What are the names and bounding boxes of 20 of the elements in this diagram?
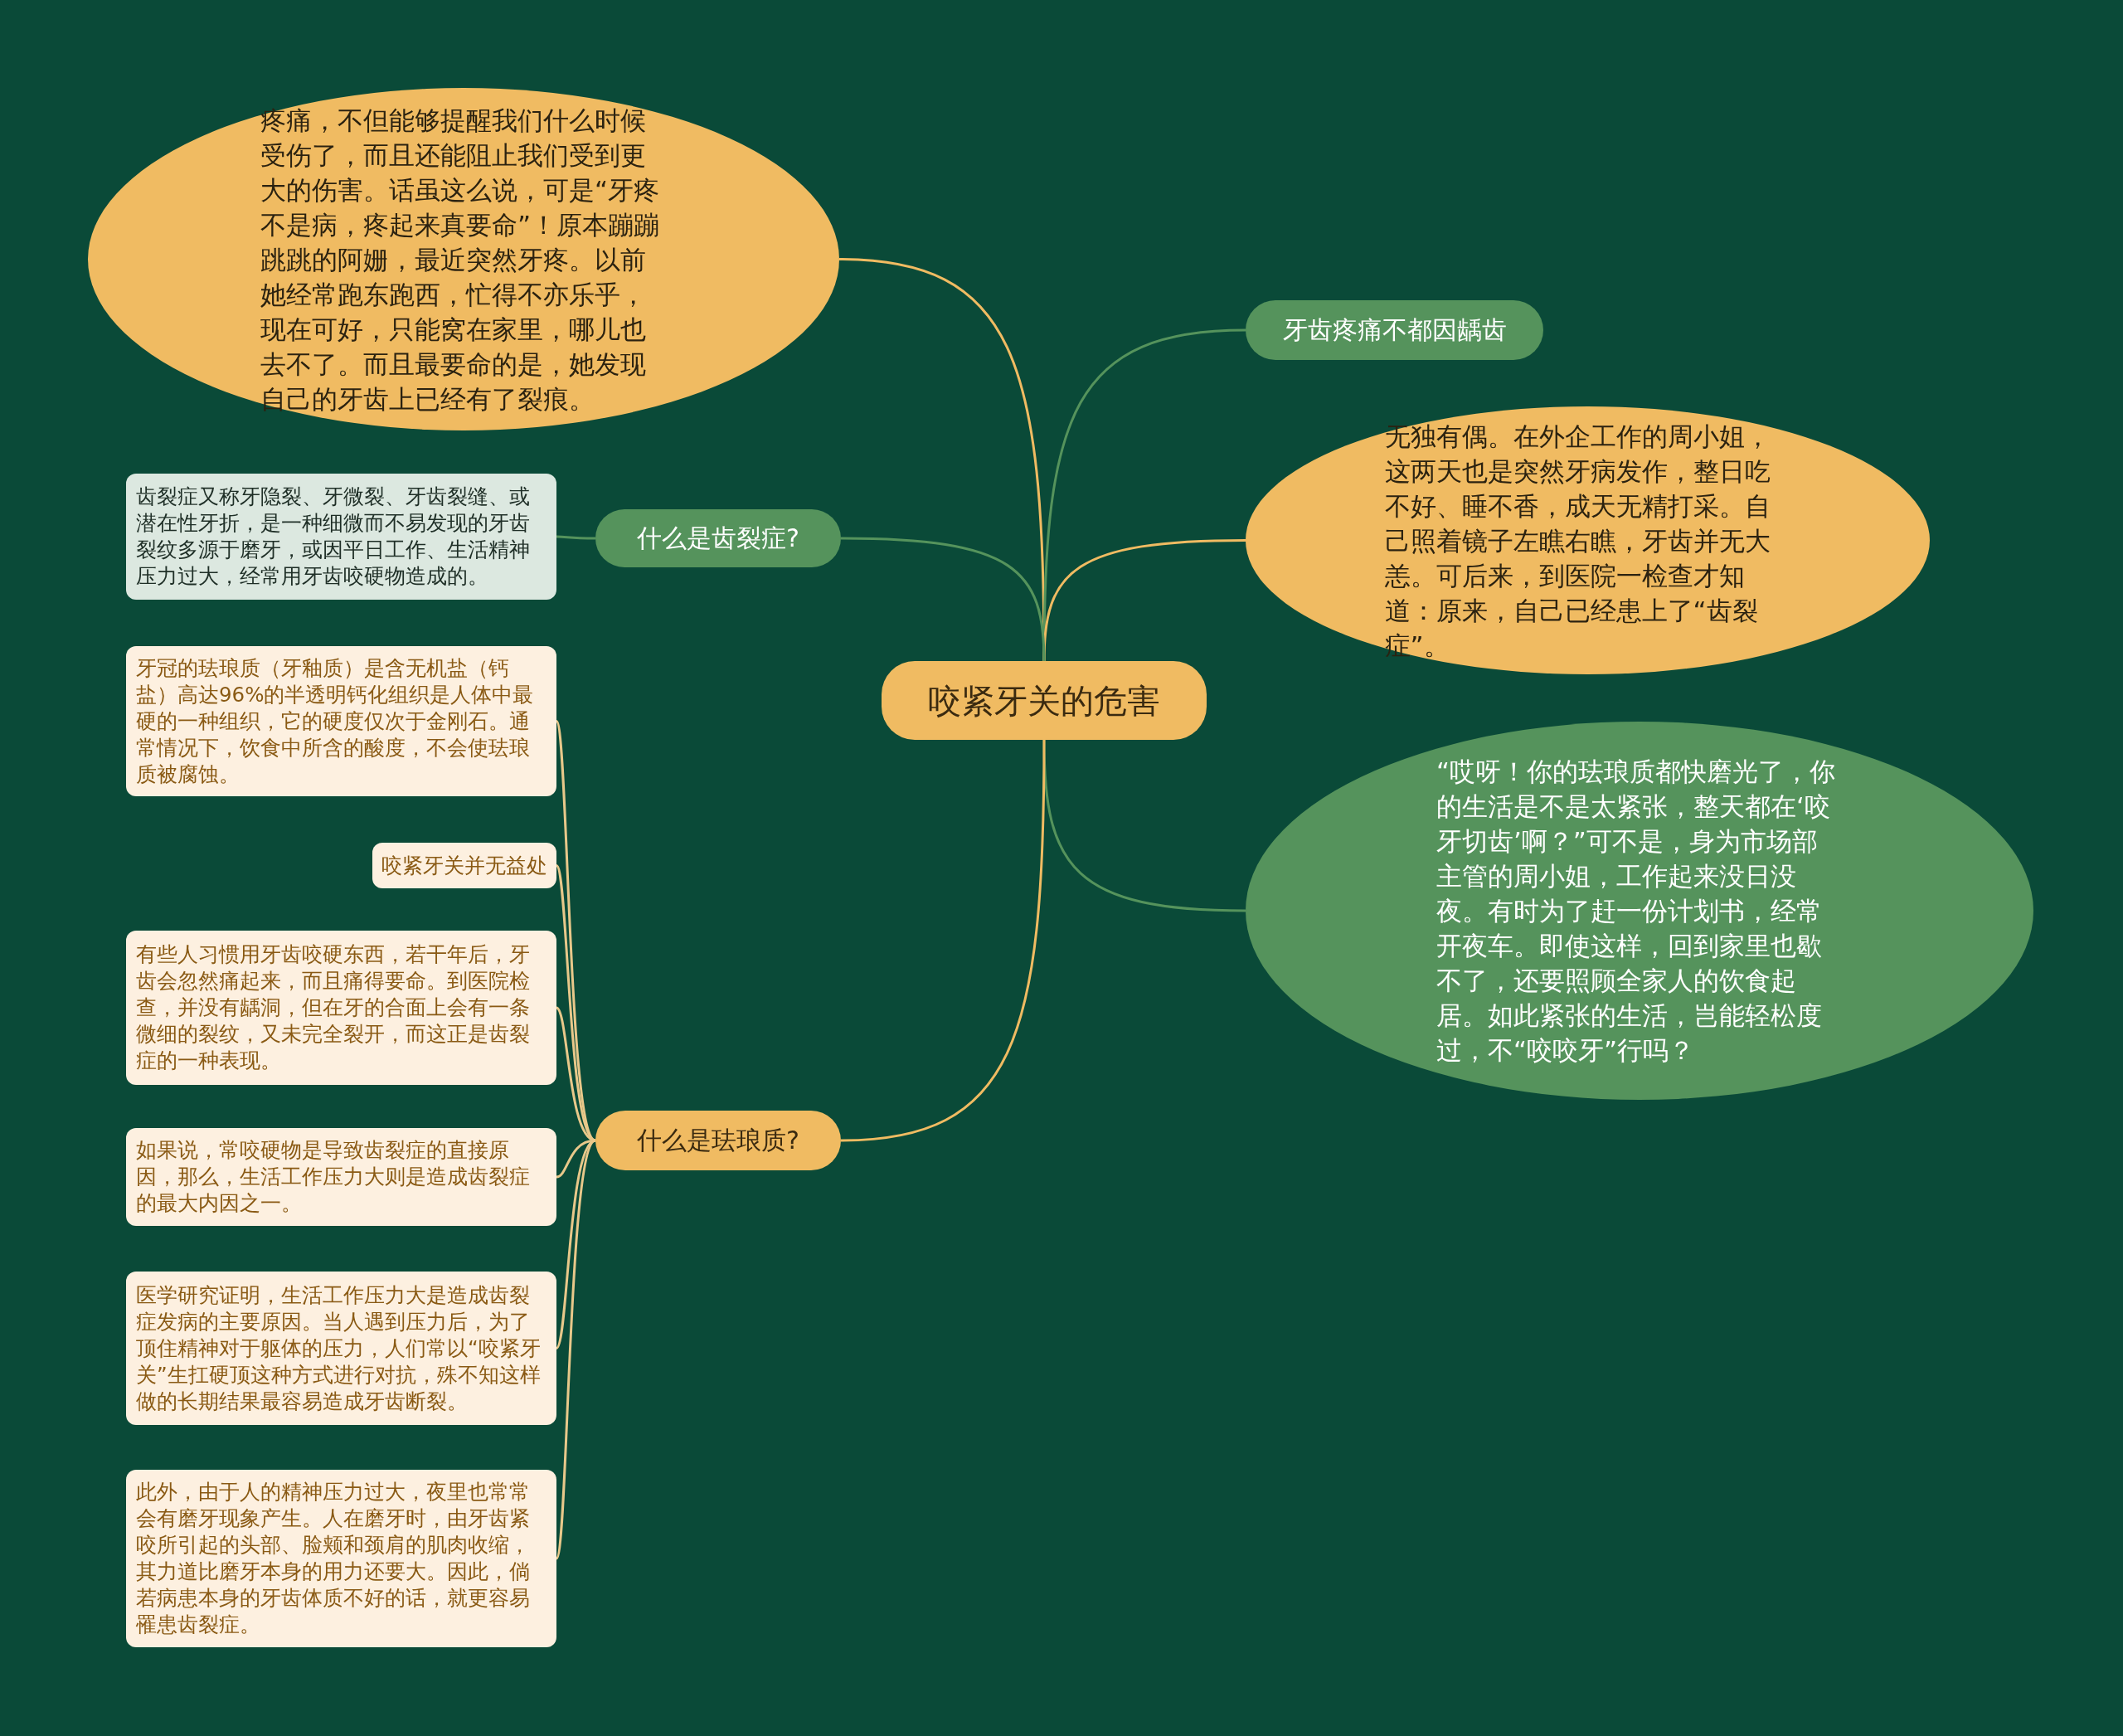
connector-line [556,535,595,540]
note-card: 咬紧牙关并无益处 [372,843,556,888]
note-card: 有些人习惯用牙齿咬硬东西，若干年后，牙齿会忽然痛起来，而且痛得要命。到医院检查，并没有龋洞，但在牙的合面上会有一条微细的裂纹，又未完全裂开，而这正是齿裂症的一种表现。 [126,931,556,1085]
note-card: 如果说，常咬硬物是导致齿裂症的直接原因，那么，生活工作压力大则是造成齿裂症的最大内因之一。 [126,1128,556,1226]
note-card: 牙冠的珐琅质（牙釉质）是含无机盐（钙盐）高达96%的半透明钙化组织是人体中最硬的一种组织，它的硬度仅次于金刚石。通常情况下，饮食中所含的酸度，不会使珐琅质被腐蚀。 [126,646,556,796]
note-card: 此外，由于人的精神压力过大，夜里也常常会有磨牙现象产生。人在磨牙时，由牙齿紧咬所引起的头部、脸颊和颈肩的肌肉收缩，其力道比磨牙本身的用力还要大。因此，倘若病患本身的牙齿体质不好的话，就更容易罹患齿裂症。 [126,1470,556,1647]
connector-line [555,1140,597,1559]
connector-line [1042,539,1246,662]
connector-line [840,740,1046,1142]
topic-bubble: 疼痛，不但能够提醒我们什么时候受伤了，而且还能阻止我们受到更大的伤害。话虽这么说，可是“牙疼不是病，疼起来真要命”！原本蹦蹦跳跳的阿姗，最近突然牙疼。以前她经常跑东跑西，忙得不亦乐乎，现在可好，只能窝在家里，哪儿也去不了。而且最要命的是，她发现自己的牙齿上已经有了裂痕。 [88,88,839,430]
central-topic: 咬紧牙关的危害 [882,661,1207,740]
note-card: 医学研究证明，生活工作压力大是造成齿裂症发病的主要原因。当人遇到压力后，为了顶住精神对于躯体的压力，人们常以“咬紧牙关”生扛硬顶这种方式进行对抗，殊不知这样做的长期结果最容易造成牙齿断裂。 [126,1272,556,1425]
connector-line [1042,739,1246,912]
topic-bubble: 无独有偶。在外企工作的周小姐，这两天也是突然牙病发作，整日吃不好、睡不香，成天无精打采。自己照着镜子左瞧右瞧，牙齿并无大恙。可后来，到医院一检查才知道：原来，自己已经患上了“齿裂症”。 [1246,406,1930,674]
connector-line [840,537,1046,662]
topic-bubble: “哎呀！你的珐琅质都快磨光了，你的生活是不是太紧张，整天都在‘咬牙切齿’啊？”可不是，身为市场部主管的周小姐，工作起来没日没夜。有时为了赶一份计划书，经常开夜车。即使这样，回到家里也歇不了，还要照顾全家人的饮食起居。如此紧张的生活，岂能轻松度过，不“咬咬牙”行吗？ [1246,722,2033,1100]
topic-pill: 什么是齿裂症? [595,509,841,567]
topic-pill: 牙齿疼痛不都因龋齿 [1246,300,1543,360]
note-card: 齿裂症又称牙隐裂、牙微裂、牙齿裂缝、或潜在性牙折，是一种细微而不易发现的牙齿裂纹多源于磨牙，或因平日工作、生活精神压力过大，经常用牙齿咬硬物造成的。 [126,474,556,600]
topic-pill: 什么是珐琅质? [595,1111,841,1170]
